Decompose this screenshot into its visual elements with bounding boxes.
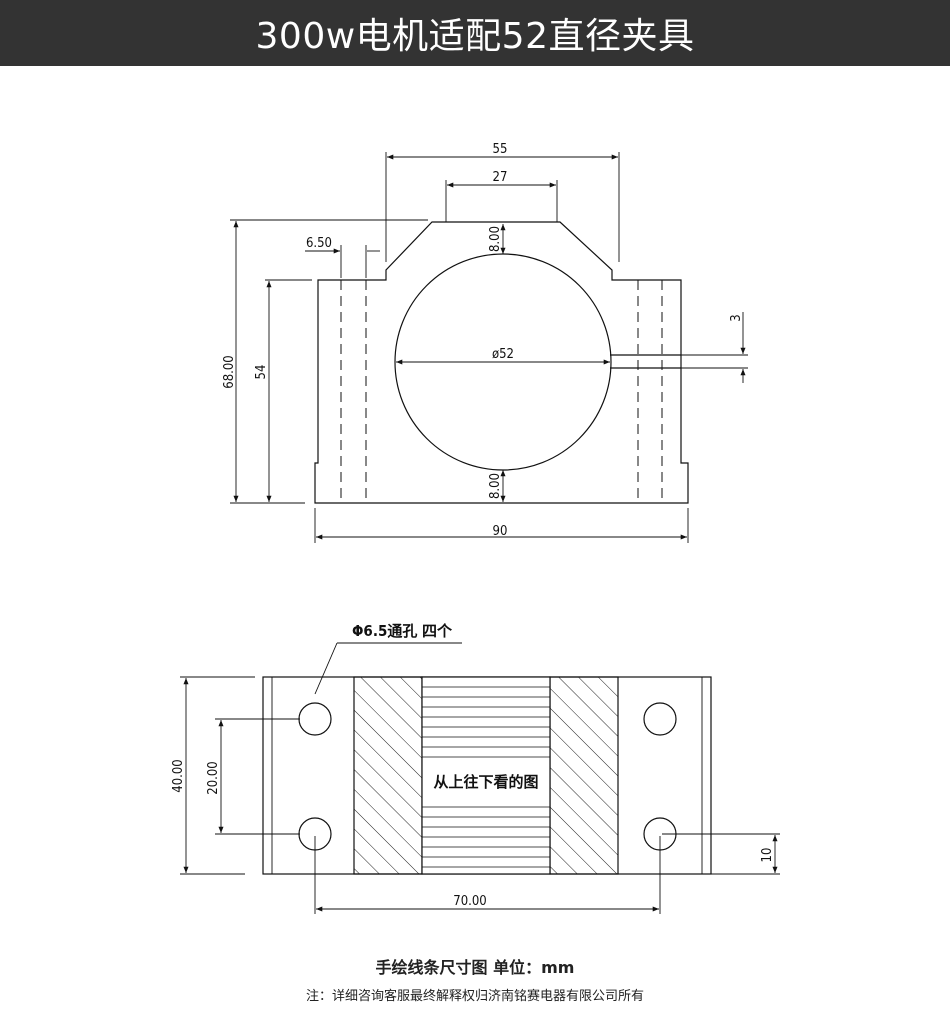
- dim-55: 55: [493, 142, 508, 157]
- dim-3: 3: [729, 314, 744, 321]
- dim-20: 20.00: [206, 761, 221, 794]
- caption-note: 注：详细咨询客服最终解释权归济南铭赛电器有限公司所有: [305, 989, 644, 1004]
- dim-6-50: 6.50: [306, 236, 332, 251]
- dim-8-top: 8.00: [488, 226, 503, 252]
- mount-hole-top-right: [643, 702, 677, 736]
- page-title-bar: 300w电机适配52直径夹具: [0, 0, 950, 66]
- top-view-labels: Φ6.5通孔 四个 从上往下看的图 40.00 20.00 70.00 10: [171, 622, 775, 909]
- hatch-left: [353, 676, 423, 875]
- front-view: [314, 221, 689, 504]
- top-view-dimensions: [180, 642, 780, 914]
- mount-hole-top-left: [298, 702, 332, 736]
- caption-main: 手绘线条尺寸图 单位：mm: [375, 958, 575, 977]
- clamp-outline: [314, 221, 689, 504]
- bore-lines: [422, 686, 550, 868]
- front-view-dimensions: [230, 152, 748, 543]
- dim-68: 68.00: [222, 355, 237, 388]
- front-view-labels: 55 27 8.00 6.50 68.00 54 ø52 3 8.00 90: [222, 142, 744, 539]
- dim-10: 10: [760, 848, 775, 863]
- view-label: 从上往下看的图: [433, 773, 538, 791]
- dim-54: 54: [254, 365, 269, 380]
- dim-27: 27: [493, 170, 508, 185]
- dim-90: 90: [493, 524, 508, 539]
- hidden-hole-lines: [340, 280, 663, 503]
- page-title: 300w电机适配52直径夹具: [255, 16, 695, 57]
- hatch-right: [549, 676, 619, 875]
- top-view: [262, 676, 712, 875]
- dim-40: 40.00: [171, 759, 186, 792]
- dim-8-bottom: 8.00: [488, 473, 503, 499]
- hole-callout: Φ6.5通孔 四个: [352, 622, 453, 640]
- dim-diameter-52: ø52: [492, 347, 514, 362]
- dim-70: 70.00: [453, 894, 486, 909]
